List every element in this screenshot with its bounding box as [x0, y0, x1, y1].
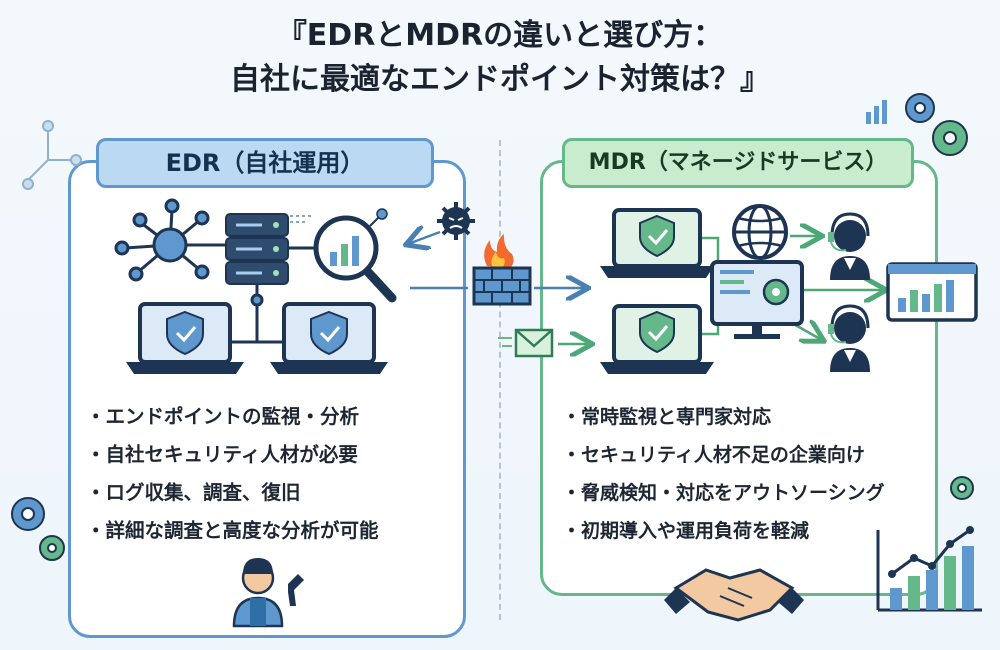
magnifier-chart-icon — [288, 208, 397, 303]
edr-feature-list: エンドポイントの監視・分析 自社セキュリティ人材が必要 ログ収集、調査、復旧 詳… — [86, 398, 379, 550]
page-title: 『EDRとMDRの違いと選び方： 自社に最適なエンドポイント対策は？』 — [0, 14, 1000, 102]
headset-operator-icon — [828, 304, 870, 372]
server-icon — [225, 213, 289, 285]
gear-icon — [39, 535, 65, 561]
title-line-2: 自社に最適なエンドポイント対策は？』 — [230, 62, 770, 97]
gear-icon — [932, 120, 968, 156]
shield-laptop-icon — [126, 302, 244, 374]
handshake-icon — [664, 568, 804, 622]
list-item: 自社セキュリティ人材が必要 — [86, 436, 379, 474]
gear-icon — [11, 497, 45, 531]
list-item: エンドポイントの監視・分析 — [86, 398, 379, 436]
network-hub-icon — [114, 198, 228, 282]
circuit-decoration-icon — [22, 120, 82, 190]
engineer-wrench-icon — [232, 558, 304, 628]
gear-monitor-icon — [710, 260, 804, 339]
dashboard-chart-icon — [886, 262, 978, 322]
list-item: 初期導入や運用負荷を軽減 — [562, 512, 885, 550]
edr-header: EDR（自社運用） — [96, 138, 434, 188]
firewall-icon — [472, 234, 532, 306]
shield-laptop-icon — [600, 304, 714, 374]
mdr-feature-list: 常時監視と専門家対応 セキュリティ人材不足の企業向け 脅威検知・対応をアウトソー… — [562, 398, 885, 550]
list-item: 常時監視と専門家対応 — [562, 398, 885, 436]
list-item: ログ収集、調査、復旧 — [86, 474, 379, 512]
title-line-1: 『EDRとMDRの違いと選び方： — [276, 18, 724, 53]
shield-laptop-icon — [270, 302, 388, 374]
list-item: セキュリティ人材不足の企業向け — [562, 436, 885, 474]
list-item: 脅威検知・対応をアウトソーシング — [562, 474, 885, 512]
gear-icon — [950, 476, 974, 500]
gear-icon — [905, 93, 935, 123]
virus-icon — [437, 202, 475, 240]
bar-decoration-icon — [866, 100, 887, 124]
globe-icon — [732, 204, 788, 260]
mail-icon — [498, 328, 554, 358]
shield-laptop-icon — [600, 208, 714, 278]
list-item: 詳細な調査と高度な分析が可能 — [86, 512, 379, 550]
mdr-header: MDR（マネージドサービス） — [562, 138, 914, 188]
center-divider — [499, 140, 501, 620]
arrow-to-edr — [408, 232, 441, 244]
headset-operator-icon — [828, 212, 870, 280]
growth-chart-icon — [876, 526, 982, 612]
